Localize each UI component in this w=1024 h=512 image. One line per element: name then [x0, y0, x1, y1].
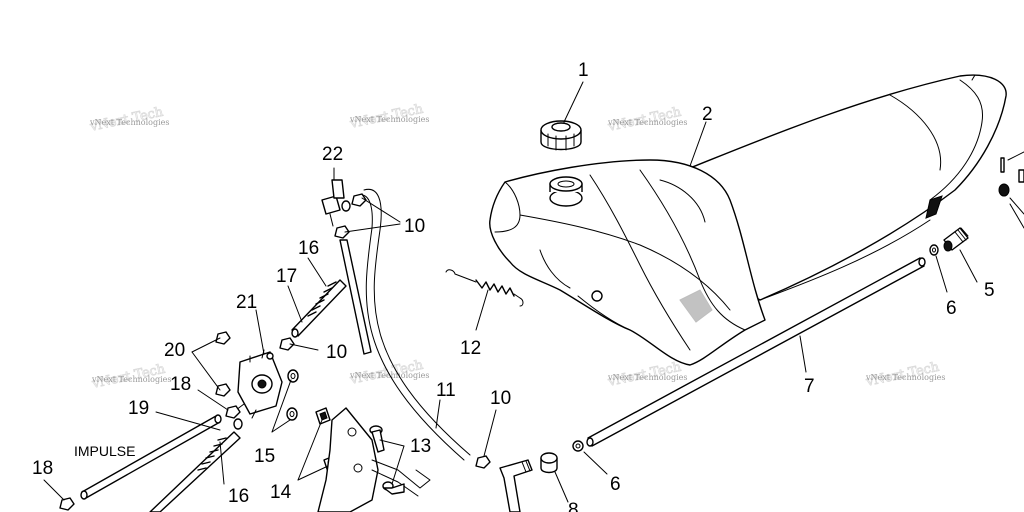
callout-10: 10 [404, 216, 425, 237]
nut-10b [334, 225, 350, 239]
callout-5: 5 [984, 280, 995, 301]
callout-12: 12 [460, 338, 481, 359]
svg-text:vNext Technologies: vNext Technologies [607, 373, 687, 382]
washer-15b [286, 407, 298, 421]
tension-spring [445, 269, 524, 307]
valve-22 [321, 179, 351, 227]
bolt-13a [369, 425, 385, 453]
svg-text:vNext Technologies: vNext Technologies [89, 118, 169, 127]
callout-16: 16 [228, 486, 249, 507]
grommet [540, 452, 558, 474]
washer-15a [287, 369, 299, 383]
mounting-bracket [317, 407, 431, 512]
callout-10: 10 [326, 342, 347, 363]
callout-2: 2 [702, 104, 713, 125]
callout-6: 6 [946, 298, 957, 319]
callout-11: 11 [436, 380, 456, 401]
fuel-line [357, 188, 471, 461]
callout-8: 8 [568, 500, 579, 512]
spring-line-lower [149, 418, 243, 512]
impulse-line [80, 414, 222, 500]
fuel-cap [540, 120, 582, 151]
watermark: vNext Tech vNext Technologies [348, 101, 430, 132]
callout-1: 1 [578, 60, 589, 81]
callout-20: 20 [164, 340, 185, 361]
callout-16: 16 [298, 238, 319, 259]
callout-6: 6 [610, 474, 621, 495]
nut-20b [215, 383, 231, 397]
callout-17: 17 [276, 266, 297, 287]
spring-rod [291, 279, 347, 338]
callout-10: 10 [490, 388, 511, 409]
watermark: vNext Tech vNext Technologies [90, 361, 172, 392]
watermark: vNext Tech vNext Technologies [606, 359, 688, 390]
svg-text:vNext Technologies: vNext Technologies [91, 375, 171, 384]
watermark: vNext Tech vNext Technologies [606, 104, 688, 135]
callout-13: 13 [410, 436, 431, 457]
right-edge-parts [998, 151, 1024, 215]
fuel-tank [489, 159, 766, 366]
nut-18b [59, 497, 75, 511]
callout-14: 14 [270, 482, 292, 503]
bushing-right [929, 244, 939, 256]
nut-20a [215, 331, 231, 345]
bolt-13b [382, 481, 405, 495]
callout-15: 15 [254, 446, 275, 467]
fuel-rod-long [586, 257, 926, 447]
callout-22: 22 [322, 144, 343, 165]
watermark: vNext Tech vNext Technologies [864, 359, 946, 390]
callout-labels: 1 2 22 10 16 17 21 10 12 20 18 19 15 14 … [32, 60, 995, 512]
bushing-lower [572, 440, 584, 452]
nut-10c [279, 337, 295, 351]
svg-text:vNext Technologies: vNext Technologies [349, 115, 429, 124]
callout-7: 7 [804, 376, 815, 397]
watermark: vNext Tech vNext Technologies [88, 104, 170, 135]
svg-text:vNext Technologies: vNext Technologies [865, 373, 945, 382]
nut-10a [351, 193, 367, 207]
fuel-pump [235, 349, 283, 419]
svg-text:vNext Technologies: vNext Technologies [349, 371, 429, 380]
elbow-fitting [499, 459, 533, 512]
callout-18: 18 [32, 458, 53, 479]
impulse-caption: IMPULSE [74, 443, 135, 459]
fitting-right [943, 227, 969, 252]
nut-10d [475, 455, 491, 469]
callout-18: 18 [170, 374, 191, 395]
callout-19: 19 [128, 398, 149, 419]
callout-21: 21 [236, 292, 257, 313]
clip-14a [315, 407, 331, 425]
leader-lines [43, 81, 1024, 503]
nut-18a [225, 405, 241, 419]
svg-text:vNext Technologies: vNext Technologies [607, 118, 687, 127]
fuel-line-upper [339, 239, 372, 355]
